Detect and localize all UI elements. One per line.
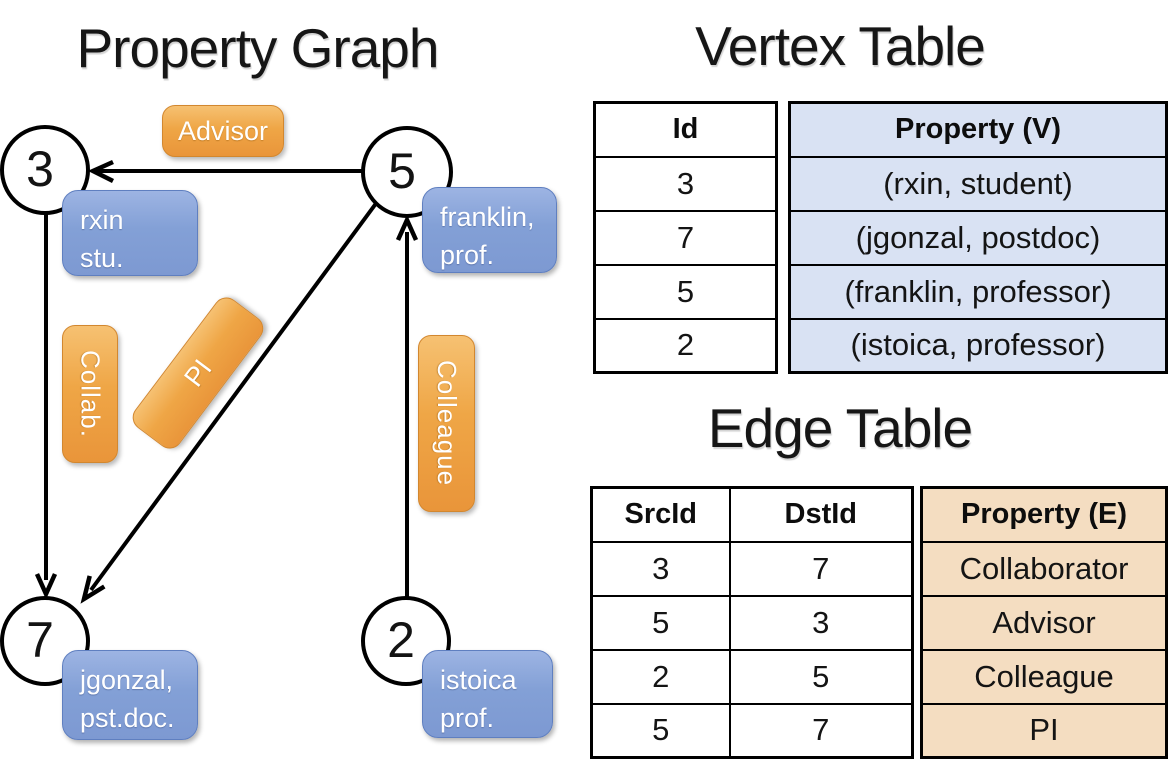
edge-property-cell: PI (920, 702, 1168, 759)
edge-label-colleague: Colleague (418, 335, 475, 512)
node-property-line: jgonzal, (80, 665, 174, 695)
node-property-line: franklin, (440, 202, 535, 232)
edge-table-title: Edge Table (707, 397, 973, 459)
edge-srcid-cell: 3 (590, 540, 731, 597)
edge-srcid-header: SrcId (590, 486, 731, 543)
table-header-row: SrcId DstId (590, 486, 914, 543)
edge-property-cell: Collaborator (920, 540, 1168, 597)
edge-dstid-cell: 7 (728, 540, 914, 597)
edge-5-7-line (89, 196, 382, 592)
edge-label-text: Collab. (75, 350, 106, 438)
table-row: (rxin, student) (788, 155, 1168, 212)
vertex-property-cell: (istoica, professor) (788, 317, 1168, 374)
node-2-id: 2 (387, 612, 415, 668)
vertex-id-cell: 2 (593, 317, 778, 374)
edge-5-7-arrowhead (80, 575, 106, 604)
node-5-id: 5 (388, 143, 416, 199)
table-row: (istoica, professor) (788, 317, 1168, 374)
table-row: 5 3 (590, 594, 914, 651)
edge-2-5-arrowhead (395, 214, 419, 241)
node-7-id: 7 (26, 612, 54, 668)
edge-dstid-cell: 3 (728, 594, 914, 651)
vertex-table-id-column: Id 3 7 5 2 (593, 101, 778, 374)
edge-3-7-arrowhead (34, 573, 58, 600)
edge-label-collab: Collab. (62, 325, 118, 463)
edge-property-header: Property (E) (920, 486, 1168, 543)
table-row: (jgonzal, postdoc) (788, 209, 1168, 266)
edge-dstid-cell: 7 (728, 702, 914, 759)
vertex-property-cell: (franklin, professor) (788, 263, 1168, 320)
vertex-property-cell: (jgonzal, postdoc) (788, 209, 1168, 266)
edge-srcid-cell: 2 (590, 648, 731, 705)
vertex-table-property-column: Property (V) (rxin, student) (jgonzal, p… (788, 101, 1168, 374)
vertex-id-header: Id (593, 101, 778, 158)
edge-dstid-cell: 5 (728, 648, 914, 705)
table-row: PI (920, 702, 1168, 759)
edge-property-cell: Colleague (920, 648, 1168, 705)
node-3-circle (0, 125, 90, 215)
table-row: Collaborator (920, 540, 1168, 597)
table-header-row: Property (V) (788, 101, 1168, 158)
table-row: Colleague (920, 648, 1168, 705)
vertex-id-cell: 3 (593, 155, 778, 212)
edge-table-id-columns: SrcId DstId 3 7 5 3 2 5 5 7 (590, 486, 914, 759)
vertex-id-cell: 5 (593, 263, 778, 320)
vertex-table-title: Vertex Table (695, 15, 986, 77)
table-row: 2 5 (590, 648, 914, 705)
node-property-line: stu. (80, 243, 124, 274)
node-3-id: 3 (26, 141, 54, 197)
table-row: 3 7 (590, 540, 914, 597)
edge-5-3-arrowhead (87, 159, 115, 184)
node-property-line: prof. (440, 703, 495, 734)
edge-label-text: Colleague (432, 360, 462, 487)
edge-property-cell: Advisor (920, 594, 1168, 651)
edge-srcid-cell: 5 (590, 702, 731, 759)
edge-label-text: PI (177, 353, 218, 392)
node-5-property-box: franklin, prof. (422, 187, 557, 273)
table-header-row: Property (E) (920, 486, 1168, 543)
vertex-id-cell: 7 (593, 209, 778, 266)
edge-table-property-column: Property (E) Collaborator Advisor Collea… (920, 486, 1168, 759)
node-property-line: pst.doc. (80, 703, 175, 734)
table-row: 3 (593, 155, 778, 212)
node-property-line: prof. (440, 240, 495, 271)
vertex-property-cell: (rxin, student) (788, 155, 1168, 212)
property-graph-title: Property Graph (76, 17, 439, 79)
table-row: (franklin, professor) (788, 263, 1168, 320)
table-row: 2 (593, 317, 778, 374)
node-property-line: rxin (80, 205, 124, 235)
table-row: Advisor (920, 594, 1168, 651)
vertex-property-header: Property (V) (788, 101, 1168, 158)
edge-label-advisor: Advisor (162, 105, 284, 157)
edge-dstid-header: DstId (728, 486, 914, 543)
node-property-line: istoica (440, 665, 517, 695)
node-7-property-box: jgonzal, pst.doc. (62, 650, 198, 740)
edge-label-text: Advisor (177, 115, 269, 146)
edge-srcid-cell: 5 (590, 594, 731, 651)
node-2-property-box: istoica prof. (422, 650, 553, 738)
table-row: 5 7 (590, 702, 914, 759)
node-3-property-box: rxin stu. (62, 190, 198, 276)
table-row: 5 (593, 263, 778, 320)
table-header-row: Id (593, 101, 778, 158)
table-row: 7 (593, 209, 778, 266)
